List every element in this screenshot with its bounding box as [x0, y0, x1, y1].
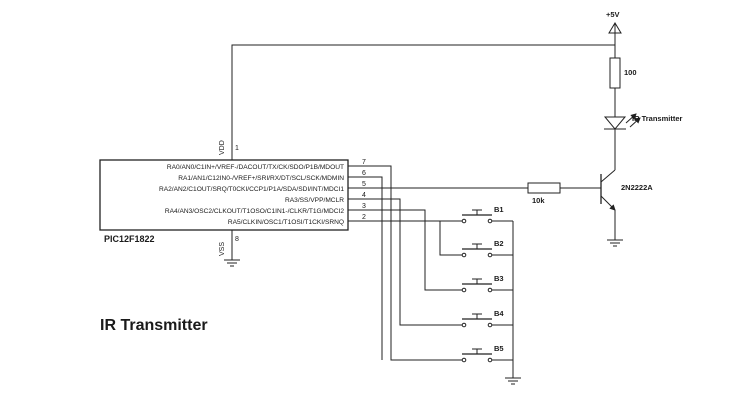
diagram-title: IR Transmitter — [100, 317, 208, 334]
pin-number: 4 — [362, 192, 366, 199]
pin-number: 3 — [362, 203, 366, 210]
pin-name: RA4/AN3/OSC2/CLKOUT/T1OSO/C1IN1-/CLKR/T1… — [165, 208, 345, 215]
ground-chip — [224, 259, 240, 267]
button-label: B4 — [494, 309, 504, 318]
pin-name: RA1/AN1/C12IN0-/VREF+/SRI/RX/DT/SCL/SCK/… — [178, 175, 344, 182]
chip-name: PIC12F1822 — [104, 234, 155, 244]
pin-number: 6 — [362, 170, 366, 177]
ir-led: IR Transmitter — [603, 113, 683, 130]
resistor-led-label: 100 — [624, 68, 637, 77]
button-label: B3 — [494, 274, 504, 283]
push-button: B1 — [461, 205, 513, 224]
wire-pin4 — [348, 198, 464, 326]
push-button: B3 — [461, 274, 513, 293]
pin-number: 7 — [362, 159, 366, 166]
button-label: B2 — [494, 239, 504, 248]
transistor-label: 2N2222A — [621, 183, 653, 192]
resistor-led: 100 — [609, 57, 637, 89]
vdd-label: VDD — [219, 140, 226, 155]
pin-number: 5 — [362, 181, 366, 188]
wire-pin3 — [348, 209, 464, 291]
vdd-wire — [231, 44, 615, 160]
vss-pin: 8 — [235, 236, 239, 243]
led-label: IR Transmitter — [632, 114, 683, 123]
resistor-base-label: 10k — [532, 196, 545, 205]
pin-name: RA2/AN2/C1OUT/SRQ/T0CKI/CCP1/P1A/SDA/SDI… — [159, 186, 344, 193]
pic-chip: PIC12F1822 VDD 1 VSS 8 RA0/AN0/C1IN+/VRE… — [99, 140, 366, 256]
push-button: B2 — [461, 239, 513, 258]
pin-number: 2 — [362, 214, 366, 221]
pin-name: RA5/CLKIN/OSC1/T1OSI/T1CKI/SRNQ — [228, 219, 344, 226]
transistor: 2N2222A — [600, 169, 653, 211]
pin-name: RA0/AN0/C1IN+/VREF-/DACOUT/TX/CK/SDO/P1B… — [167, 164, 344, 171]
ground-transistor — [607, 239, 623, 247]
wire-pin7 — [348, 165, 464, 361]
button-label: B5 — [494, 344, 504, 353]
supply-symbol: +5V — [606, 10, 622, 45]
push-button: B4 — [461, 309, 513, 328]
wire-pin6 — [348, 176, 383, 360]
pin-name: RA3/SS/VPP/MCLR — [285, 197, 344, 204]
push-button: B5 — [461, 344, 513, 363]
vss-label: VSS — [219, 242, 226, 256]
ground-buttons — [505, 377, 521, 385]
resistor-base: 10k — [527, 182, 561, 205]
wire-pin2 — [348, 220, 464, 256]
supply-label: +5V — [606, 10, 620, 19]
button-label: B1 — [494, 205, 504, 214]
vdd-pin: 1 — [235, 145, 239, 152]
